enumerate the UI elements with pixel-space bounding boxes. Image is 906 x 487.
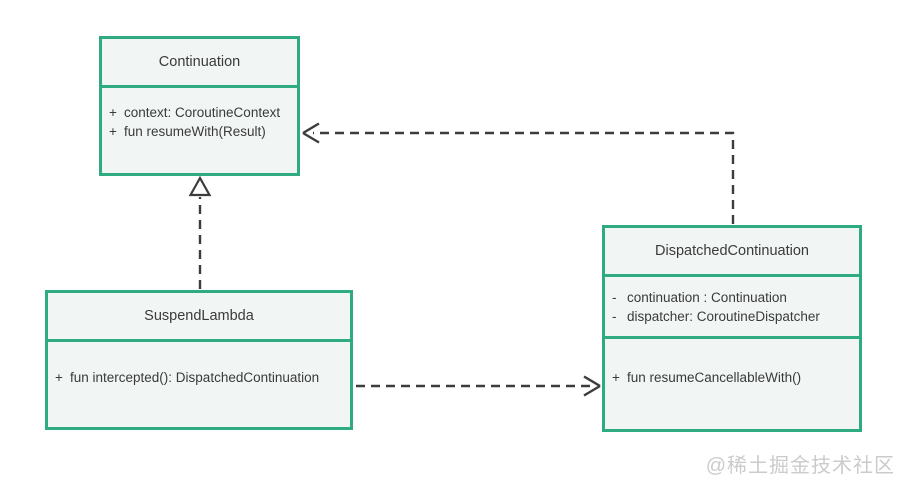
member-row: + fun intercepted(): DispatchedContinuat… (48, 368, 350, 387)
class-box-dispatchedcontinuation: DispatchedContinuation - continuation : … (602, 225, 862, 432)
visibility-sign: + (55, 370, 63, 385)
open-arrowhead (302, 122, 320, 144)
class-title: Continuation (102, 39, 297, 88)
method-text: fun resumeCancellableWith() (627, 370, 802, 385)
class-title: DispatchedContinuation (605, 228, 859, 277)
member-text: context: CoroutineContext (124, 105, 281, 120)
class-box-continuation: Continuation + context: CoroutineContext… (99, 36, 300, 176)
class-box-suspendlambda: SuspendLambda + fun intercepted(): Dispa… (45, 290, 353, 430)
visibility-sign: - (612, 290, 617, 305)
dependency-arrow-suspendlambda-to-dispatchedcontinuation (356, 375, 601, 397)
juejin-watermark: @稀土掘金技术社区 (705, 455, 895, 477)
realization-arrow-suspendlambda-to-continuation (188, 175, 212, 289)
method-row: + fun resumeCancellableWith() (605, 368, 859, 387)
member-row: + fun resumeWith(Result) (102, 122, 297, 141)
members-compartment: + fun intercepted(): DispatchedContinuat… (48, 342, 350, 427)
members-compartment: + context: CoroutineContext + fun resume… (102, 88, 297, 173)
member-text: fun intercepted(): DispatchedContinuatio… (70, 370, 320, 385)
field-row: - dispatcher: CoroutineDispatcher (605, 307, 859, 326)
open-arrowhead (583, 375, 601, 397)
methods-compartment: + fun resumeCancellableWith() (605, 339, 859, 429)
member-row: + context: CoroutineContext (102, 103, 297, 122)
visibility-sign: + (612, 370, 620, 385)
visibility-sign: + (109, 124, 117, 139)
field-text: continuation : Continuation (627, 290, 787, 305)
field-row: - continuation : Continuation (605, 288, 859, 307)
class-title: SuspendLambda (48, 293, 350, 342)
field-text: dispatcher: CoroutineDispatcher (627, 309, 820, 324)
dependency-arrow-dispatchedcontinuation-to-continuation (302, 122, 735, 224)
fields-compartment: - continuation : Continuation - dispatch… (605, 277, 859, 339)
visibility-sign: + (109, 105, 117, 120)
visibility-sign: - (612, 309, 617, 324)
member-text: fun resumeWith(Result) (124, 124, 266, 139)
hollow-triangle-arrowhead (188, 175, 212, 197)
